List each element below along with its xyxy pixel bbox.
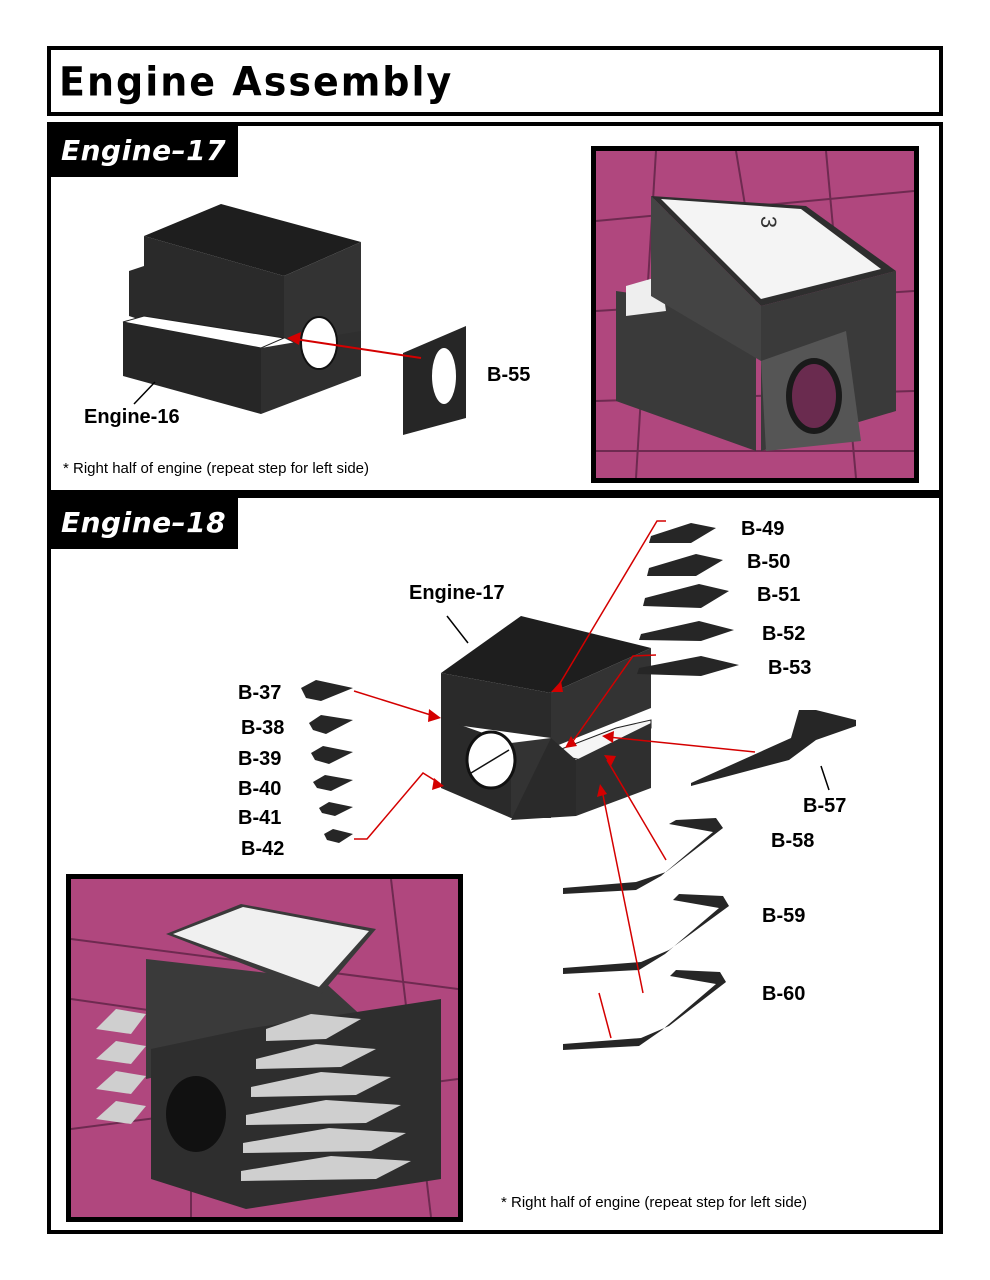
label-b53: B-53 [768, 657, 812, 679]
fin-b42 [324, 829, 353, 843]
engine-base-front [123, 322, 261, 414]
fin-b37 [301, 680, 353, 701]
label-b41: B-41 [238, 807, 282, 829]
fin-b40 [313, 775, 353, 791]
engine-block-front [144, 236, 284, 338]
fin-b53 [637, 656, 739, 676]
label-b60: B-60 [762, 983, 806, 1005]
part-b55-hole [432, 348, 456, 404]
assembly-arrows [353, 520, 756, 1039]
engine17-top [441, 616, 651, 693]
fin-b51 [643, 584, 729, 608]
step-17-diagram [122, 204, 466, 435]
label-b37: B-37 [238, 682, 282, 704]
step-engine-17: Engine–17 B-55 Engine-16 * Right half of… [47, 122, 943, 494]
fin-b50 [647, 554, 723, 576]
fin-b41 [319, 802, 353, 816]
step-18-note: * Right half of engine (repeat step for … [501, 1194, 808, 1211]
step-18-photo-art [71, 879, 458, 1217]
step-17-photo-art [596, 151, 914, 478]
strip-b57 [691, 710, 856, 786]
label-engine-16: Engine-16 [84, 406, 180, 428]
page-title: Engine Assembly [59, 58, 454, 106]
engine-groove [122, 315, 286, 349]
step-18-tab: Engine–18 [51, 498, 239, 549]
strip-b59 [563, 894, 729, 974]
strip-b60 [563, 970, 726, 1050]
label-b39: B-39 [238, 748, 282, 770]
label-b57: B-57 [803, 795, 847, 817]
title-box: Engine Assembly [47, 46, 943, 116]
label-b52: B-52 [762, 623, 806, 645]
engine17-base-front [511, 738, 576, 820]
b55-arrow [294, 338, 422, 359]
step-17-note: * Right half of engine (repeat step for … [63, 460, 370, 477]
label-b58: B-58 [771, 830, 815, 852]
engine17-side [551, 648, 651, 748]
engine17-front [441, 673, 551, 738]
step-18-diagram [301, 520, 856, 1050]
label-engine-17: Engine-17 [409, 582, 505, 604]
right-fins [637, 523, 739, 676]
strip-b58 [563, 818, 723, 894]
photo-part-number: 3 [756, 215, 782, 229]
left-fins [301, 680, 353, 843]
fin-b38 [309, 715, 353, 734]
label-b49: B-49 [741, 518, 785, 540]
fin-b49 [649, 523, 716, 543]
step-engine-18: Engine–18 [47, 494, 943, 1234]
label-b42: B-42 [241, 838, 285, 860]
label-b38: B-38 [241, 717, 285, 739]
fin-b39 [311, 746, 353, 764]
label-b50: B-50 [747, 551, 791, 573]
label-b51: B-51 [757, 584, 801, 606]
step-18-photo [66, 874, 463, 1222]
engine17-port-hole [465, 730, 517, 790]
step-17-tab: Engine–17 [51, 126, 239, 177]
engine17-base-side [576, 723, 651, 816]
engine-block-top [144, 204, 361, 276]
label-b40: B-40 [238, 778, 282, 800]
label-b55: B-55 [487, 364, 531, 386]
step-17-photo: 3 [591, 146, 919, 483]
label-b59: B-59 [762, 905, 806, 927]
fin-b52 [639, 621, 734, 641]
